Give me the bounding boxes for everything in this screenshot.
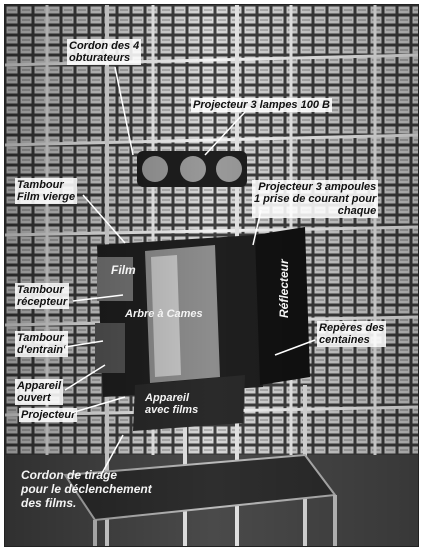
label-reflecteur: Réflecteur (277, 259, 291, 318)
label-projecteur-3-ampoules: Projecteur 3 ampoules 1 prise de courant… (252, 180, 379, 218)
label-appareil-ouvert: Appareil ouvert (15, 379, 64, 405)
label-appareil-avec-films: Appareil avec films (145, 392, 199, 416)
label-cordon-obturateurs: Cordon des 4 obturateurs (67, 39, 142, 65)
label-reperes-centaines: Repères des centaines (317, 321, 387, 347)
label-tambour-film-vierge: Tambour Film vierge (15, 178, 78, 204)
label-tambour-recepteur: Tambour récepteur (15, 283, 70, 309)
label-film: Film (111, 263, 136, 277)
label-arbre-a-cames: Arbre à Cames (125, 308, 203, 320)
apparatus-photo (5, 5, 418, 546)
photograph: Cordon des 4 obturateurs Projecteur 3 la… (4, 4, 419, 547)
label-cordon-tirage: Cordon de tirage pour le déclenchement d… (21, 468, 152, 510)
label-projecteur-3-lampes: Projecteur 3 lampes 100 B (191, 98, 332, 112)
label-tambour-entrain: Tambour d'entrain' (15, 331, 68, 357)
label-projecteur: Projecteur (19, 408, 78, 422)
